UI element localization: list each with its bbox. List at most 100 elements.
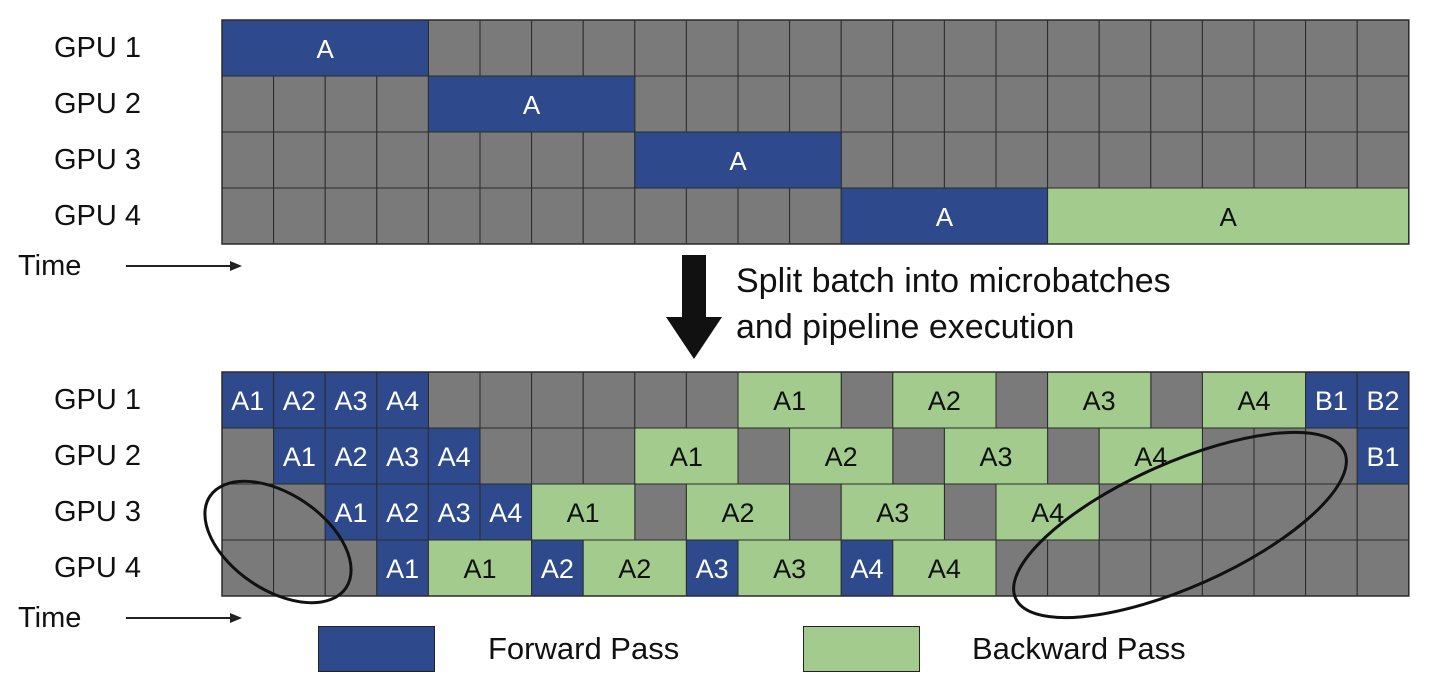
backward-pass-block [1047, 187, 1410, 245]
gpu-label: GPU 4 [54, 552, 142, 584]
idle-cell [1098, 75, 1152, 133]
idle-cell [1253, 427, 1307, 485]
backward-pass-block [943, 427, 1049, 485]
forward-legend-swatch [318, 626, 435, 672]
forward-pass-label: A1 [231, 386, 264, 416]
forward-pass-label: A4 [386, 386, 419, 416]
idle-cell [479, 131, 533, 189]
idle-cell [1150, 131, 1203, 189]
idle-cell [943, 483, 997, 541]
idle-cell [221, 187, 275, 245]
idle-cell [1201, 75, 1255, 133]
forward-pass-block [427, 483, 481, 541]
idle-cell [531, 131, 584, 189]
idle-cell [634, 19, 687, 77]
forward-pass-block [634, 131, 842, 189]
backward-pass-block [582, 539, 687, 597]
idle-cell [737, 187, 791, 245]
backward-pass-label: A4 [1237, 386, 1270, 416]
idle-cell [1253, 75, 1307, 133]
idle-cell [1305, 19, 1358, 77]
forward-pass-block [840, 539, 894, 597]
idle-cell [1150, 371, 1203, 429]
idle-cell [995, 539, 1049, 597]
backward-pass-label: A3 [979, 442, 1012, 472]
backward-legend-label: Backward Pass [972, 631, 1186, 666]
idle-cell [943, 131, 997, 189]
backward-pass-label: A1 [670, 442, 703, 472]
idle-cell [1305, 427, 1358, 485]
backward-pass-label: A4 [1031, 498, 1064, 528]
backward-legend-swatch [803, 626, 920, 672]
idle-cell [1305, 539, 1358, 597]
idle-cell [1253, 19, 1307, 77]
backward-pass-block [840, 483, 945, 541]
backward-pass-label: A [1220, 202, 1238, 232]
backward-pass-block [1201, 371, 1307, 429]
idle-cell [634, 483, 687, 541]
idle-cell [1201, 19, 1255, 77]
idle-cell [531, 371, 584, 429]
gpu-label: GPU 2 [54, 88, 142, 120]
idle-cell [1305, 75, 1358, 133]
forward-pass-label: A1 [334, 498, 367, 528]
idle-cell [943, 75, 997, 133]
gpu-label: GPU 2 [54, 440, 142, 472]
backward-pass-label: A1 [567, 498, 600, 528]
forward-pass-block [221, 19, 429, 77]
idle-cell [995, 75, 1049, 133]
split-caption: Split batch into microbatches and pipeli… [736, 258, 1171, 350]
backward-pass-label: A3 [1083, 386, 1116, 416]
forward-pass-block [840, 187, 1049, 245]
forward-pass-label: A2 [386, 498, 419, 528]
idle-cell [789, 19, 842, 77]
forward-pass-label: A [936, 202, 954, 232]
idle-cell [1098, 539, 1152, 597]
backward-pass-block [737, 371, 842, 429]
backward-pass-label: A3 [876, 498, 909, 528]
idle-cell [1356, 539, 1410, 597]
idle-cell [324, 187, 378, 245]
forward-pass-label: B1 [1366, 442, 1399, 472]
idle-cell [634, 371, 687, 429]
backward-pass-label: A4 [1134, 442, 1167, 472]
backward-pass-block [685, 483, 791, 541]
backward-pass-block [1047, 371, 1152, 429]
grid-border [221, 19, 1410, 245]
gpu-label: GPU 3 [54, 496, 142, 528]
forward-pass-label: A2 [541, 554, 574, 584]
idle-cell [1253, 131, 1307, 189]
idle-cell [273, 539, 326, 597]
idle-cell [1253, 539, 1307, 597]
idle-cell [789, 483, 842, 541]
idle-cell [892, 131, 945, 189]
idle-cell [1150, 75, 1203, 133]
idle-cell [1201, 483, 1255, 541]
idle-cell [1047, 19, 1100, 77]
idle-cell [376, 187, 429, 245]
idle-cell [221, 483, 275, 541]
forward-pass-label: A4 [850, 554, 883, 584]
idle-cell [634, 75, 687, 133]
idle-cell [582, 371, 636, 429]
idle-cell [427, 187, 481, 245]
idle-cell [892, 19, 945, 77]
time-label: Time [18, 250, 82, 282]
forward-pass-label: A1 [386, 554, 419, 584]
idle-cell [582, 427, 636, 485]
idle-cell [995, 371, 1049, 429]
forward-pass-block [427, 427, 481, 485]
idle-cell [479, 371, 533, 429]
idle-cell [273, 131, 326, 189]
idle-cell [273, 187, 326, 245]
backward-pass-label: A1 [773, 386, 806, 416]
split-caption-line: and pipeline execution [736, 308, 1075, 346]
split-caption-line: Split batch into microbatches [736, 262, 1171, 300]
idle-cell [840, 131, 894, 189]
idle-cell [427, 371, 481, 429]
backward-pass-block [995, 483, 1100, 541]
idle-cell [479, 187, 533, 245]
forward-pass-label: A3 [696, 554, 729, 584]
idle-cell [995, 19, 1049, 77]
idle-cell [737, 19, 791, 77]
